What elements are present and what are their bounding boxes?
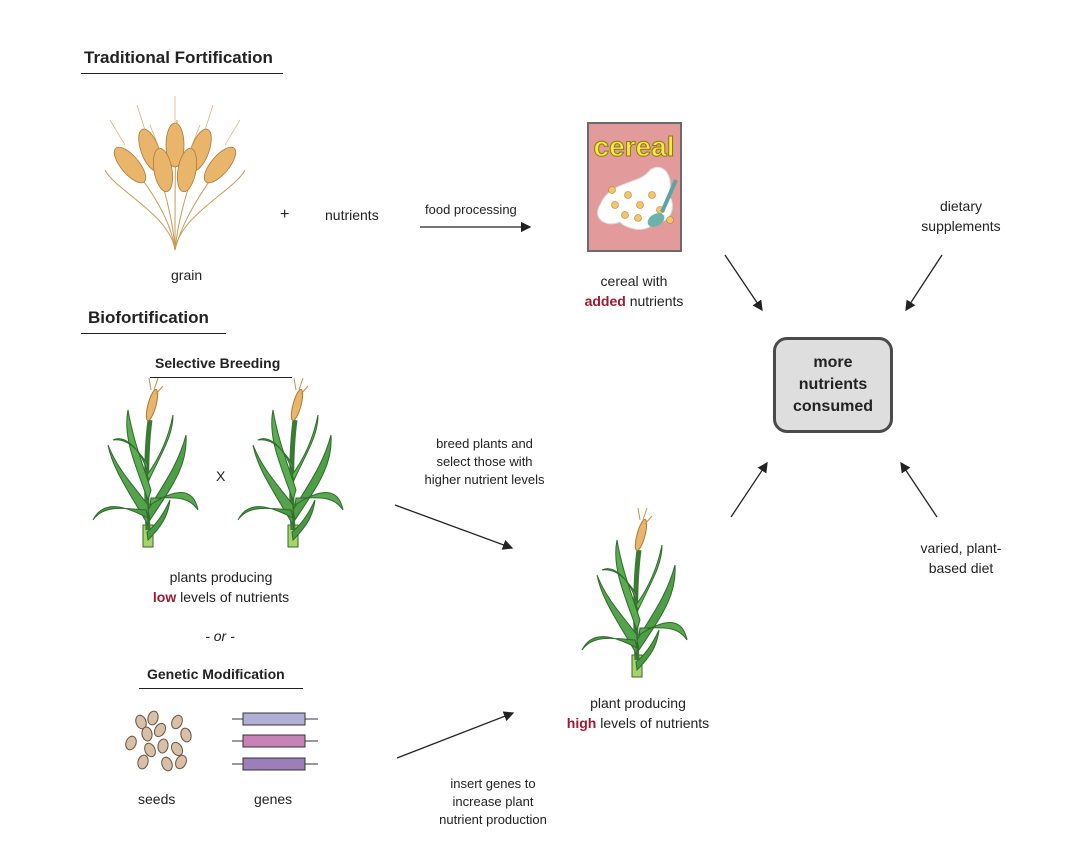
wheat-bundle-icon	[104, 96, 246, 251]
heading-traditional-fortification: Traditional Fortification	[84, 48, 273, 67]
low-caption-line1: plants producing	[169, 569, 273, 585]
cereal-caption-line1: cereal with	[600, 273, 668, 289]
subheading-underline	[139, 688, 303, 689]
varied-diet-line1: varied, plant-	[920, 540, 1002, 556]
breed-text-line1: breed plants and	[436, 436, 533, 451]
arrow-breeding-to-plant	[394, 504, 514, 550]
heading-biofortification: Biofortification	[88, 308, 209, 327]
subheading-selective-breeding: Selective Breeding	[155, 355, 281, 371]
high-caption-rest: levels of nutrients	[596, 715, 710, 731]
nutrients-label: nutrients	[325, 207, 379, 223]
arrow-diet-to-box	[900, 461, 938, 518]
genes-label: genes	[254, 791, 293, 807]
heading-underline	[81, 73, 283, 74]
heading-underline	[81, 333, 226, 334]
low-caption-line2: low levels of nutrients	[136, 587, 306, 607]
added-highlight: added	[584, 293, 626, 309]
subheading-underline	[150, 377, 292, 378]
insert-text-line1: insert genes to	[450, 776, 536, 791]
dietary-supplements-line1: dietary	[939, 198, 983, 214]
breed-text-line2: select those with	[436, 454, 533, 469]
food-processing-label: food processing	[425, 202, 517, 217]
high-caption-line1: plant producing	[590, 695, 686, 711]
dietary-supplements-line2: supplements	[921, 218, 1001, 234]
subheading-genetic-modification: Genetic Modification	[147, 666, 285, 682]
low-caption-rest: levels of nutrients	[176, 589, 290, 605]
low-nutrient-plant-right-icon	[238, 378, 343, 547]
grain-label: grain	[171, 267, 203, 283]
or-divider: - or -	[205, 628, 235, 644]
plus-sign: +	[280, 206, 290, 223]
arrow-supplements-to-box	[905, 254, 943, 312]
high-highlight: high	[566, 715, 597, 731]
breed-text-line3: higher nutrient levels	[424, 472, 545, 487]
arrow-gm-to-plant	[396, 711, 515, 759]
box-line-2: nutrients	[798, 376, 868, 393]
box-line-1: more	[813, 354, 853, 371]
cereal-caption-rest: nutrients	[625, 293, 684, 309]
high-nutrient-plant-icon	[582, 508, 687, 677]
box-line-3: consumed	[792, 398, 873, 415]
high-caption-line2: high levels of nutrients	[553, 713, 723, 733]
cross-symbol: X	[216, 468, 226, 484]
low-nutrient-plant-left-icon	[93, 378, 198, 547]
gene-bars-icon	[232, 712, 318, 771]
varied-diet-line2: based diet	[928, 560, 994, 576]
arrow-cereal-to-box	[724, 254, 763, 312]
low-highlight: low	[152, 589, 177, 605]
insert-text-line3: nutrient production	[439, 812, 547, 827]
cereal-box-text: cereal	[594, 131, 675, 162]
cereal-box-icon	[587, 122, 682, 252]
insert-text-line2: increase plant	[452, 794, 534, 809]
more-nutrients-consumed-box: more nutrients consumed	[773, 337, 893, 433]
cereal-caption-line2: added nutrients	[564, 291, 704, 311]
seeds-label: seeds	[138, 791, 176, 807]
seeds-icon	[125, 710, 192, 772]
arrow-plant-to-box	[730, 461, 768, 518]
